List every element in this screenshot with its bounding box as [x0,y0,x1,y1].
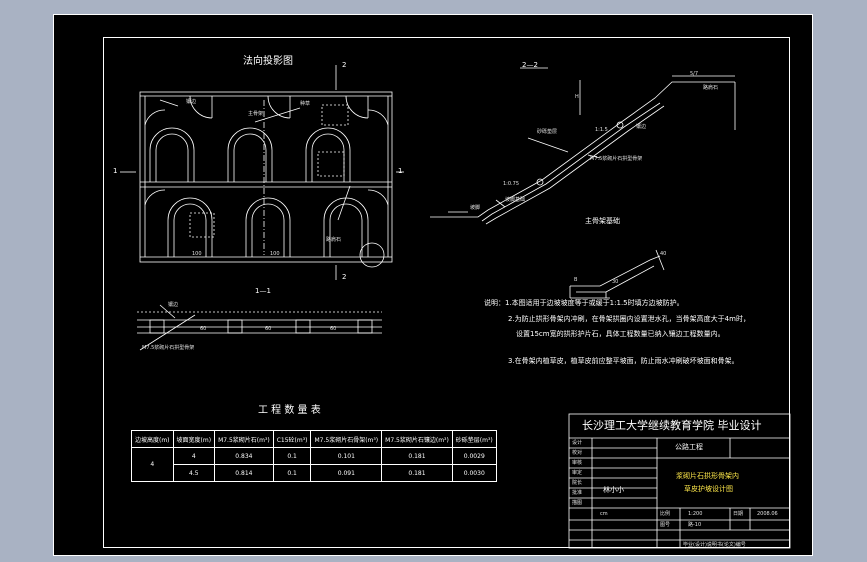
arch-3 [305,127,351,182]
quantity-table-header-row: 边坡高度(m) 坡面宽度(m) M7.5浆砌片石(m³) C15砼(m³) M7… [131,430,497,448]
label-base: 坡脚基础 [505,197,526,203]
table-cell: 0.0030 [451,464,497,482]
label-bank: 5/7 [690,71,699,77]
dim-label-2: 100 [270,251,280,257]
tb-scale: 1:200 [688,511,703,517]
table-cell: 0.181 [381,447,453,465]
tb-label: 设计 [572,440,583,446]
table-cell: 4 [172,447,216,465]
note-3: 设置15cm宽的拱形护片石，具体工程数量已纳入镶边工程数量内。 [516,330,725,338]
tb-label: 批准 [572,490,583,496]
detail-circle [359,242,385,268]
arch-2 [227,127,273,182]
label-foot: 坡脚 [470,205,481,211]
label-m75-rubble-2: M7.5浆砌片石拱型骨架 [590,156,643,162]
quantity-table-header: M7.5浆砌片石骨架(m³) [310,430,383,448]
quantity-table: 边坡高度(m) 坡面宽度(m) M7.5浆砌片石(m³) C15砼(m³) M7… [131,430,497,482]
dim-h: H [575,94,579,100]
section-mark-top: 2 [342,61,347,69]
tb-label: 描图 [572,500,583,506]
tb-unit: cm [600,511,608,517]
dim-1-1-a: 60 [200,326,207,332]
section-mark-left: 1 [113,167,118,175]
note-1: 说明：1.本图适用于边坡坡度等于或缓于1:1.5时填方边坡防护。 [484,299,684,307]
tb-label: 审定 [572,470,583,476]
elevation-title: 法向投影图 [243,56,293,67]
tb-label: 审核 [572,460,583,466]
tb-right-label: 图号 [660,522,671,528]
tb-label: 院长 [572,480,583,486]
section-1-1 [137,304,382,351]
drawing-name-1: 浆砌片石拱形骨架内 [676,472,739,480]
table-cell: 0.091 [310,464,383,482]
dim-1-1-c: 60 [330,326,337,332]
quantity-table-header: 坡面宽度(m) [172,430,216,448]
tb-date: 2008.06 [757,511,778,517]
section-2-2 [430,67,736,225]
tb-footer: 毕业(设计)说明书(论文)编号 [683,542,746,548]
label-side-slope-2: 镶边 [636,124,647,130]
quantity-table-header: C15砼(m³) [272,430,312,448]
arch-4 [167,197,213,257]
tb-right-label: 日期 [733,511,744,517]
arch-5 [245,197,291,257]
institution-name: 长沙理工大学继续教育学院 毕业设计 [582,419,762,432]
table-cell: 0.1 [272,464,312,482]
section-mark-bottom: 2 [342,273,347,281]
main-frame-title: 主骨架基础 [585,217,620,225]
table-cell: 0.1 [272,447,312,465]
section-mark-right: 1 [398,167,403,175]
table-cell: 0.0029 [451,447,497,465]
label-main-rib: 主骨架 [248,111,264,117]
dim-30: 30 [612,279,619,285]
tb-right-label: 比例 [660,511,671,517]
title-block-lines [568,413,791,549]
table-cell: 0.181 [381,464,453,482]
label-side-slope: 镶边 [186,99,197,105]
quantity-table-header: 边坡高度(m) [131,430,174,448]
quantity-table-header: M7.5浆砌片石镶边(m³) [381,430,453,448]
label-road-shoulder: 路肩石 [703,85,719,91]
dim-label-1: 100 [192,251,202,257]
dim-40: 40 [660,251,667,257]
dim-b: B [574,277,578,283]
slope-small: 1:0.75 [503,181,519,187]
label-grass: 种草 [300,101,311,107]
quantity-table-header: 砂砾垫层(m³) [451,430,497,448]
table-cell: 4.5 [172,464,216,482]
table-row: 4 4 0.834 0.1 0.101 0.181 0.0029 [131,447,497,482]
section-1-1-title: 1—1 [255,287,271,295]
table-cell-group: 4 [131,447,174,482]
drawing-name-2: 草皮护坡设计图 [684,485,733,493]
tb-drawing-no: 路-10 [688,522,702,528]
inner-border [103,37,790,548]
quantity-table-title: 工 程 数 量 表 [258,405,321,416]
table-cell: 0.101 [310,447,383,465]
project-name: 公路工程 [675,443,703,451]
slope-label: 1:1.5 [595,127,608,133]
main-frame-detail [569,249,665,299]
table-row: 4.5 0.814 0.1 0.091 0.181 0.0030 [132,464,497,482]
label-gravel-cushion: 砂砾垫层 [537,129,558,135]
arch-6 [323,197,369,257]
note-4: 3.在骨架内植草皮，植草皮前应整平坡面，防止雨水冲刷破坏坡面和骨架。 [508,357,739,365]
label-paved-drain: 镶边 [168,302,179,308]
outer-border [53,14,813,556]
arch-1 [149,127,195,182]
elevation-frame [139,91,393,263]
tb-label: 校对 [572,450,583,456]
dim-1-1-b: 60 [265,326,272,332]
table-cell: 0.814 [214,464,274,482]
section-2-2-title: 2—2 [522,61,538,69]
note-2: 2.为防止拱形骨架内冲刷，在骨架拱圈内设置泄水孔，当骨架高度大于4m时， [508,315,750,323]
label-gravel-road: 路肩石 [326,237,342,243]
table-cell: 0.834 [214,447,274,465]
designer-name: 林小小 [603,486,624,494]
quantity-table-header: M7.5浆砌片石(m³) [214,430,274,448]
label-m75-rubble: M7.5浆砌片石拱型骨架 [142,345,195,351]
